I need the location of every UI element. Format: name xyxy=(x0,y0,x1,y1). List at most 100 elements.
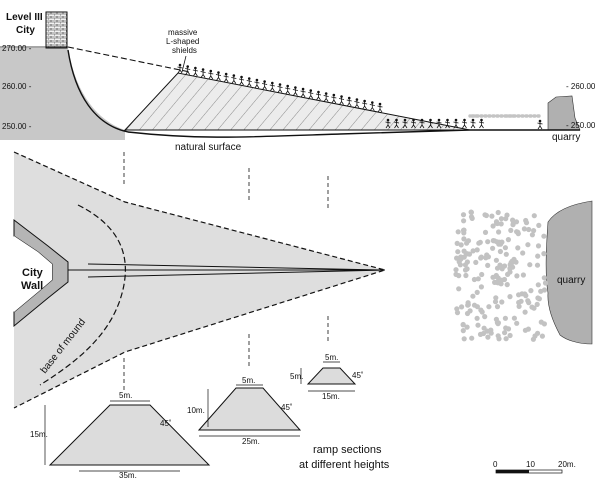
quarry-plan xyxy=(545,200,593,345)
stone xyxy=(528,114,532,118)
stone xyxy=(527,262,533,268)
stone xyxy=(485,262,491,268)
sections-caption-line1: ramp sections xyxy=(313,444,382,456)
stone xyxy=(494,304,501,310)
scale-mid: 10 xyxy=(526,460,535,469)
stone xyxy=(522,327,529,333)
ramp-edge-top xyxy=(87,263,386,271)
stone xyxy=(480,330,487,337)
city-tower xyxy=(45,11,68,49)
stone xyxy=(497,248,503,255)
stone xyxy=(502,315,508,321)
soldier-figure xyxy=(269,81,275,92)
stone xyxy=(468,214,475,220)
stone xyxy=(461,218,467,224)
stone xyxy=(496,229,502,235)
soldier-figures xyxy=(177,63,543,130)
stone xyxy=(460,328,466,334)
city-wall-label-line1: City xyxy=(22,267,44,279)
stone xyxy=(496,241,502,247)
soldier-figure xyxy=(385,118,391,129)
stone xyxy=(479,114,483,118)
shields-label-line2: L-shaped xyxy=(166,37,199,46)
large-angle-label: 45˚ xyxy=(160,419,172,428)
shields-label-line1: massive xyxy=(168,28,198,37)
scale-bar xyxy=(495,469,563,474)
stone xyxy=(470,293,476,299)
soldier-figure xyxy=(277,83,283,93)
stone xyxy=(516,114,520,118)
stone xyxy=(515,245,521,251)
stone xyxy=(454,255,460,261)
stone xyxy=(499,114,503,118)
stone xyxy=(491,114,495,118)
stone xyxy=(456,286,462,292)
small-base-label: 15m. xyxy=(322,392,340,401)
soldier-figure xyxy=(362,99,368,110)
soldier-figure xyxy=(444,118,451,129)
soldier-figure xyxy=(369,101,375,111)
stone xyxy=(507,114,511,118)
shields-label-line3: shields xyxy=(172,46,197,55)
stone xyxy=(505,237,511,243)
soldier-figure xyxy=(377,102,383,113)
stone xyxy=(520,114,524,118)
stone xyxy=(489,213,495,219)
profile-stones xyxy=(468,114,541,118)
elevation-260: 260.00 - xyxy=(2,82,32,91)
stone xyxy=(470,114,474,118)
stone xyxy=(502,245,508,251)
stone xyxy=(523,220,530,226)
soldier-figure xyxy=(308,89,314,99)
stone xyxy=(535,330,541,336)
stone xyxy=(476,240,482,246)
stone xyxy=(455,249,461,255)
soldier-figure xyxy=(410,118,417,129)
stone xyxy=(519,291,525,297)
stone xyxy=(456,273,462,279)
soldier-figure xyxy=(208,69,214,80)
stone xyxy=(505,326,512,332)
stone xyxy=(484,252,490,258)
stone xyxy=(490,223,496,229)
stone xyxy=(526,226,532,233)
stone xyxy=(531,228,537,234)
stone xyxy=(511,114,515,118)
stone xyxy=(502,330,508,336)
base-of-mound-curve xyxy=(39,204,126,386)
stone xyxy=(453,267,459,273)
stone xyxy=(478,284,484,290)
medium-top-label: 5m. xyxy=(242,376,255,385)
soldier-figure xyxy=(238,75,245,86)
soldier-figure xyxy=(393,118,400,129)
stone xyxy=(521,226,528,232)
plan-stones xyxy=(453,209,549,342)
stone xyxy=(464,310,471,317)
stone xyxy=(525,298,531,304)
city-wall-label-line2: Wall xyxy=(21,280,43,292)
stone xyxy=(485,239,491,245)
soldier-figure xyxy=(262,80,268,90)
stone xyxy=(514,273,520,279)
small-angle-label: 45˚ xyxy=(352,371,364,380)
stone xyxy=(471,302,478,308)
soldier-figure xyxy=(470,118,476,129)
stone xyxy=(535,295,541,301)
stone xyxy=(481,325,487,331)
stone xyxy=(461,236,467,242)
stone xyxy=(474,289,480,295)
stone xyxy=(460,212,467,218)
stone xyxy=(454,240,460,246)
stone xyxy=(520,272,527,278)
stone xyxy=(516,299,522,306)
stone xyxy=(503,114,507,118)
stone xyxy=(511,315,517,321)
stone xyxy=(530,336,537,342)
soldier-figure xyxy=(192,66,198,77)
soldier-figure xyxy=(346,96,352,107)
stone xyxy=(541,275,547,281)
stone xyxy=(463,272,469,279)
stone xyxy=(458,242,464,248)
ramp-edge-bottom xyxy=(87,269,386,278)
stone xyxy=(535,253,541,259)
